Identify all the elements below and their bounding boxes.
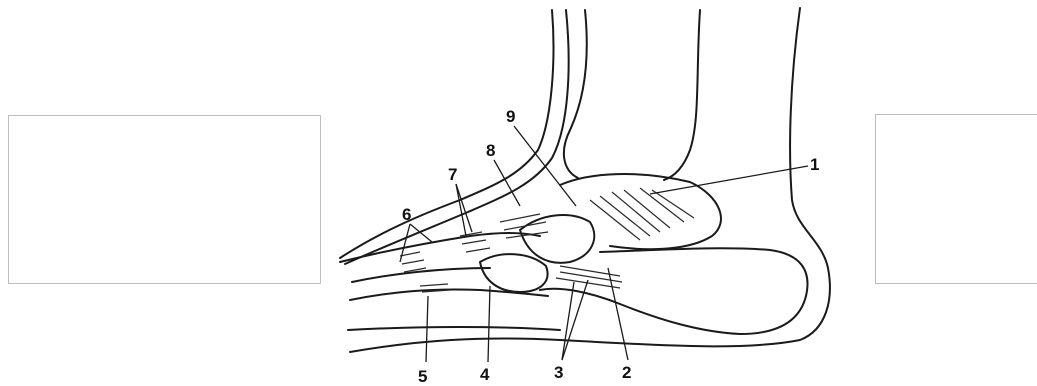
tibia-back [664,10,700,180]
label-4: 4 [480,365,490,384]
navicular-outline [520,215,594,263]
label-8: 8 [486,141,495,160]
metatarsal-mid [352,268,490,282]
skin-outline-sole [348,327,560,330]
label-9: 9 [506,107,515,126]
label-3: 3 [554,363,563,382]
label-6: 6 [402,205,411,224]
skin-outline-back [350,8,830,352]
skin-outline-front-inner [345,10,569,264]
label-7: 7 [448,165,457,184]
calcaneus-outline [540,248,808,334]
label-2: 2 [622,363,631,382]
label-5: 5 [418,367,427,386]
label-1: 1 [810,155,819,174]
